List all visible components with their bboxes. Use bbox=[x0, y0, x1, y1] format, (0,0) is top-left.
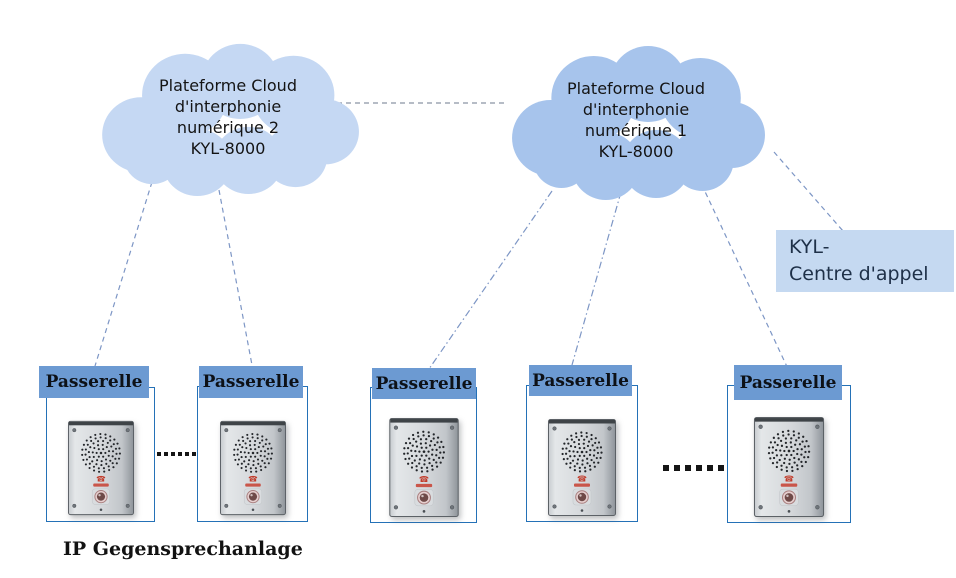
phone-icon: ☎ bbox=[418, 474, 428, 484]
gateway-label-text: Passerelle bbox=[45, 372, 143, 392]
brand-text bbox=[574, 483, 590, 487]
device-screws bbox=[223, 428, 282, 508]
dot bbox=[685, 465, 691, 471]
brand-text bbox=[244, 483, 261, 487]
gateway-frame: ☎ bbox=[727, 385, 851, 523]
intercom-device: ☎ bbox=[219, 420, 286, 516]
cloud-1-line: Plateforme Cloud bbox=[567, 79, 705, 98]
phone-icon: ☎ bbox=[784, 473, 794, 483]
speaker-grille-icon bbox=[767, 429, 811, 473]
cloud-2-line: numérique 2 bbox=[176, 118, 280, 137]
intercom-device: ☎ bbox=[548, 419, 616, 516]
device-top-bar bbox=[389, 419, 458, 423]
intercom-device: ☎ bbox=[753, 417, 825, 517]
gateway-label: Passerelle bbox=[734, 365, 842, 400]
gateway-label-text: Passerelle bbox=[375, 373, 473, 394]
gateway-frame: ☎ bbox=[46, 387, 155, 522]
device-top-bar bbox=[68, 421, 133, 426]
dot bbox=[171, 452, 175, 456]
cloud-1-line: d'interphonie bbox=[582, 100, 690, 119]
mic-hole bbox=[787, 509, 791, 513]
dot bbox=[178, 452, 182, 456]
call-center-line2: Centre d'appel bbox=[789, 263, 929, 285]
gateway-label: Passerelle bbox=[372, 368, 476, 399]
dot bbox=[696, 465, 702, 471]
brand-text bbox=[780, 483, 798, 487]
cloud-2-line: KYL-8000 bbox=[190, 139, 266, 158]
mic-hole bbox=[580, 509, 584, 512]
dot bbox=[192, 452, 196, 456]
gateway-frame: ☎ bbox=[370, 387, 477, 523]
ellipsis-left bbox=[157, 452, 199, 456]
speaker-grille-icon bbox=[561, 431, 603, 473]
link-cloud2-gateway1 bbox=[94, 181, 153, 367]
link-cloud2-gateway2 bbox=[218, 189, 253, 366]
device-screws bbox=[393, 425, 454, 510]
intercom-device: ☎ bbox=[67, 420, 134, 516]
mic-hole bbox=[422, 510, 425, 513]
intercom-device: ☎ bbox=[388, 418, 459, 517]
phone-icon: ☎ bbox=[96, 475, 106, 484]
link-cloud1-callcenter bbox=[773, 151, 844, 232]
cloud-shape bbox=[102, 43, 359, 196]
brand-text bbox=[92, 483, 109, 487]
cloud-platform-2: Plateforme Cloud d'interphonie numérique… bbox=[95, 38, 361, 196]
dot bbox=[157, 452, 161, 456]
dot bbox=[164, 452, 168, 456]
cloud-2-line: Plateforme Cloud bbox=[159, 76, 297, 95]
mic-hole bbox=[251, 508, 254, 511]
gateway-label: Passerelle bbox=[529, 365, 632, 396]
cloud-platform-1: Plateforme Cloud d'interphonie numérique… bbox=[505, 40, 767, 200]
speaker-grille-icon bbox=[232, 432, 273, 473]
brand-text bbox=[415, 483, 432, 488]
gateway-frame: ☎ bbox=[526, 385, 638, 522]
call-center-box: KYL- Centre d'appel bbox=[776, 230, 954, 292]
cloud-1-line: KYL-8000 bbox=[598, 142, 674, 161]
speaker-grille-icon bbox=[80, 432, 121, 473]
phone-icon: ☎ bbox=[577, 475, 587, 484]
cloud-2-text: Plateforme Cloud d'interphonie numérique… bbox=[95, 38, 361, 196]
device-top-bar bbox=[220, 421, 285, 426]
dot bbox=[707, 465, 713, 471]
mic-hole bbox=[99, 508, 102, 511]
gateway-label-text: Passerelle bbox=[739, 372, 837, 393]
gateway-label-text: Passerelle bbox=[532, 370, 629, 391]
device-screws bbox=[758, 424, 820, 510]
caption: IP Gegensprechanlage bbox=[63, 538, 303, 560]
speaker-grille-icon bbox=[402, 430, 445, 473]
device-screws bbox=[552, 426, 612, 509]
cloud-1-line: numérique 1 bbox=[584, 121, 688, 140]
link-cloud1-gateway3 bbox=[428, 190, 553, 370]
dot bbox=[185, 452, 189, 456]
dot bbox=[718, 465, 724, 471]
gateway-label: Passerelle bbox=[199, 366, 303, 398]
device-top-bar bbox=[549, 420, 615, 424]
cloud-1-text: Plateforme Cloud d'interphonie numérique… bbox=[505, 40, 767, 200]
link-cloud1-gateway5 bbox=[693, 167, 790, 372]
device-screws bbox=[71, 428, 130, 508]
cloud-shape bbox=[512, 46, 765, 200]
cloud-2-line: d'interphonie bbox=[174, 97, 282, 116]
dot bbox=[663, 465, 669, 471]
gateway-label: Passerelle bbox=[39, 366, 149, 398]
dot bbox=[674, 465, 680, 471]
phone-icon: ☎ bbox=[248, 475, 258, 484]
link-cloud1-gateway4 bbox=[571, 191, 622, 366]
device-top-bar bbox=[754, 418, 824, 422]
call-center-line1: KYL- bbox=[789, 236, 830, 258]
ellipsis-right bbox=[663, 465, 729, 471]
gateway-label-text: Passerelle bbox=[202, 372, 300, 392]
gateway-frame: ☎ bbox=[197, 386, 308, 522]
